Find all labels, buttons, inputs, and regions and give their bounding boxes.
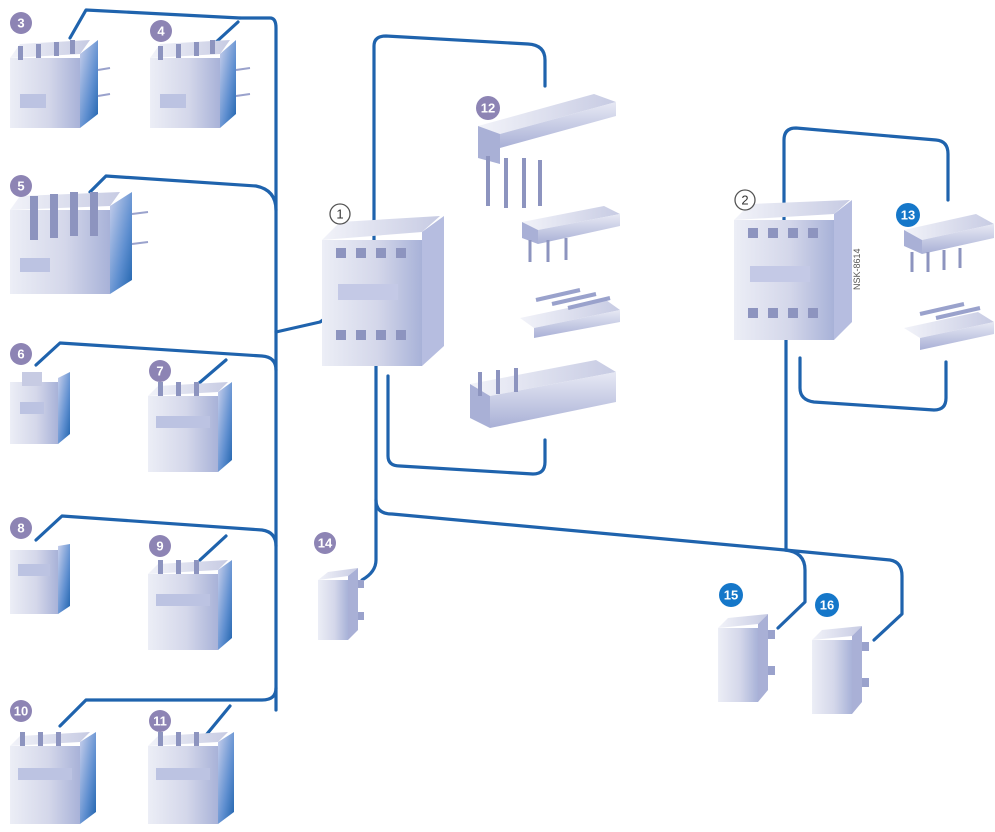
svg-text:10: 10 — [14, 704, 28, 719]
contactor-2 — [734, 200, 852, 340]
label-15: 15 — [719, 583, 743, 607]
accessory-12-link-c — [470, 360, 616, 428]
label-6: 6 — [10, 343, 32, 365]
aux-block-10 — [10, 732, 96, 824]
aux-block-5 — [10, 192, 149, 294]
surge-suppressor-16 — [812, 626, 869, 714]
svg-text:12: 12 — [481, 101, 495, 116]
wire-4 — [212, 20, 240, 46]
label-4: 4 — [150, 20, 172, 42]
label-5: 5 — [10, 175, 32, 197]
svg-text:13: 13 — [901, 208, 915, 223]
svg-text:6: 6 — [17, 347, 24, 362]
surge-suppressor-15 — [718, 614, 775, 702]
wire-left-bus — [238, 16, 278, 712]
svg-text:16: 16 — [820, 598, 834, 613]
label-14: 14 — [314, 532, 336, 554]
svg-text:1: 1 — [336, 207, 343, 222]
wire-2-to-13 — [782, 126, 950, 224]
aux-block-11 — [148, 732, 234, 824]
svg-text:14: 14 — [318, 536, 333, 551]
label-13: 13 — [896, 203, 920, 227]
accessory-13-link — [904, 214, 994, 272]
wire-2-lower-loop — [798, 356, 948, 412]
svg-text:15: 15 — [724, 588, 738, 603]
label-1: 1 — [329, 203, 351, 225]
accessory-12-link-a — [522, 206, 620, 262]
label-3: 3 — [10, 12, 32, 34]
aux-block-9 — [148, 560, 232, 650]
accessory-13-link-b — [904, 302, 994, 350]
wire-to-15 — [776, 548, 807, 630]
aux-block-3 — [10, 40, 111, 128]
label-9: 9 — [149, 535, 171, 557]
wire-6 — [34, 341, 278, 372]
svg-text:11: 11 — [153, 714, 167, 729]
wire-5 — [88, 174, 278, 212]
wire-9 — [198, 534, 228, 562]
contactor-1 — [322, 216, 444, 366]
wire-1-to-12 — [372, 34, 547, 248]
label-8: 8 — [10, 517, 32, 539]
svg-text:9: 9 — [156, 539, 163, 554]
aux-block-8 — [10, 544, 70, 614]
surge-suppressor-14 — [318, 568, 364, 640]
svg-text:3: 3 — [17, 16, 24, 31]
wire-7 — [196, 358, 228, 386]
label-12: 12 — [476, 96, 500, 120]
svg-text:8: 8 — [17, 521, 24, 536]
aux-block-6 — [10, 372, 70, 444]
accessory-12-busbar — [478, 94, 616, 208]
label-10: 10 — [10, 700, 32, 722]
aux-block-4 — [150, 40, 251, 128]
svg-text:4: 4 — [157, 24, 165, 39]
aux-block-7 — [148, 382, 232, 472]
wire-3 — [68, 8, 242, 40]
svg-text:5: 5 — [17, 179, 24, 194]
label-2: 2 — [734, 189, 756, 211]
wire-1-to-14 — [360, 320, 378, 582]
wire-10 — [58, 686, 278, 728]
svg-text:7: 7 — [156, 364, 163, 379]
wire-8 — [34, 514, 278, 548]
accessory-12-link-b — [520, 288, 620, 338]
reference-code: NSK-8614 — [852, 248, 862, 290]
wire-1-to-15-16 — [374, 498, 904, 642]
svg-text:2: 2 — [741, 193, 748, 208]
label-7: 7 — [149, 360, 171, 382]
label-11: 11 — [149, 710, 171, 732]
label-16: 16 — [815, 593, 839, 617]
wire-1-lower-loop — [386, 374, 547, 476]
